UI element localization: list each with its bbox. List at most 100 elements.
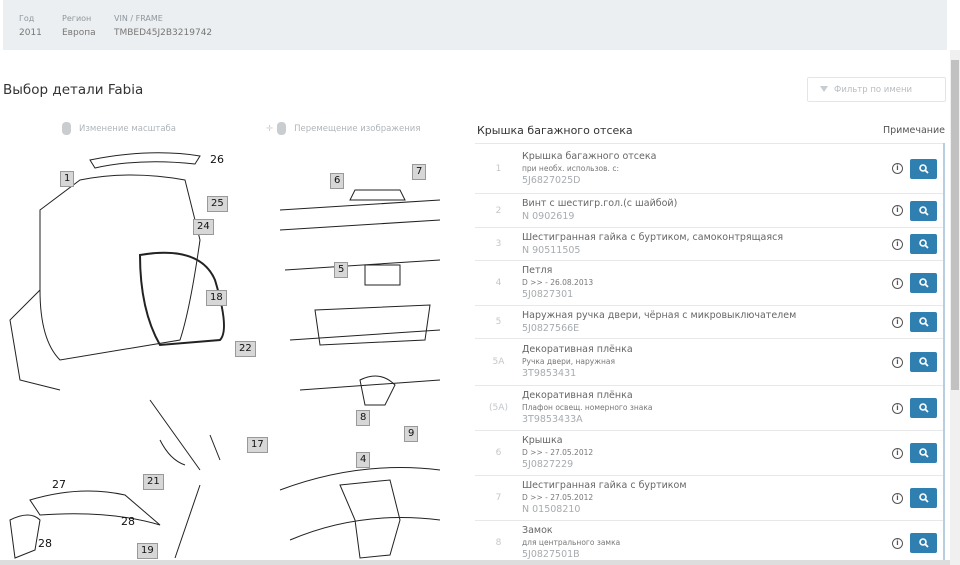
part-number: 8 [495,538,502,548]
search-icon [918,448,929,458]
info-icon[interactable]: i [892,537,903,549]
callout-17[interactable]: 17 [247,437,268,453]
callout-18[interactable]: 18 [206,290,227,306]
info-icon[interactable]: i [892,402,903,414]
callout-27[interactable]: 27 [52,478,66,491]
move-icon: ✛ [266,124,274,134]
search-icon [918,205,929,216]
search-icon [918,239,929,249]
info-icon[interactable]: i [892,316,903,328]
move-hint: ✛ Перемещение изображения [266,122,420,135]
info-icon[interactable]: i [892,356,903,368]
callout-26[interactable]: 26 [210,153,224,166]
part-code: 3T9853431 [522,368,577,379]
callout-5[interactable]: 5 [334,262,349,278]
part-number: (5A) [489,403,508,413]
part-code: 5J0827301 [522,289,574,300]
part-number: 7 [495,493,502,503]
callout-25[interactable]: 25 [207,196,228,212]
callout-4[interactable]: 4 [356,452,371,468]
part-number: 3 [495,239,502,249]
info-icon[interactable]: i [892,163,903,174]
callout-9[interactable]: 9 [404,426,419,442]
callout-28[interactable]: 28 [121,515,135,528]
search-part-button[interactable] [910,443,937,463]
search-part-button[interactable] [910,398,937,418]
search-part-button[interactable] [910,488,937,508]
search-icon [918,538,929,548]
part-code: 5J0827566E [522,322,580,334]
info-icon[interactable]: i [892,205,903,216]
info-icon[interactable]: i [892,238,903,250]
part-row[interactable]: 5 Наружная ручка двери, чёрная с микровык… [475,305,943,338]
callout-1[interactable]: 1 [60,171,75,187]
part-code: N 01508210 [522,504,581,515]
list-title: Крышка багажного отсека [477,124,633,137]
info-icon[interactable]: i [892,277,903,289]
search-icon [918,163,929,174]
search-icon [918,493,929,503]
parts-diagram[interactable]: 1 26 25 24 18 22 6 7 5 8 9 17 21 27 28 4… [0,140,450,560]
filter-icon [820,86,828,92]
part-number: 2 [495,205,502,216]
region-label: Регион [62,14,92,23]
callout-22[interactable]: 22 [235,341,256,357]
filter-input[interactable]: Фильтр по имени [807,77,946,102]
search-part-button[interactable] [910,234,937,254]
search-part-button[interactable] [910,352,937,372]
vin-label: VIN / FRAME [114,14,163,23]
part-number: 5 [495,317,502,327]
callout-6[interactable]: 6 [330,173,345,189]
callout-21[interactable]: 21 [143,474,164,490]
part-code: 5J6827025D [522,174,581,186]
move-hint-text: Перемещение изображения [294,124,421,134]
part-number: 1 [495,163,502,174]
part-number: 4 [495,278,502,288]
vertical-scrollbar[interactable] [950,50,960,565]
part-name: Винт с шестигр.гол.(с шайбой) [522,198,678,209]
search-part-button[interactable] [910,158,937,179]
part-name: Наружная ручка двери, чёрная с микровыкл… [522,309,797,321]
page-title: Выбор детали Fabia [3,82,144,98]
search-icon [918,278,929,288]
search-part-button[interactable] [910,533,937,553]
part-code: 5J0827501B [522,549,580,560]
region-value: Европа [62,28,96,38]
year-label: Год [19,14,35,23]
search-icon [918,317,929,327]
callout-28b[interactable]: 28 [38,537,52,550]
part-note: для центрального замка [522,538,621,547]
diagram-drawing [9,152,441,559]
vin-value: TMBED45J2B3219742 [114,28,213,38]
search-part-button[interactable] [910,200,937,221]
part-name: Крышка [522,435,563,446]
horizontal-scrollbar[interactable] [0,560,950,565]
filter-placeholder: Фильтр по имени [834,85,913,95]
part-code: 3T9853433A [522,414,583,425]
part-note: D >> - 27.05.2012 [522,493,594,502]
callout-8[interactable]: 8 [356,410,371,426]
info-icon[interactable]: i [892,492,903,504]
search-part-button[interactable] [910,273,937,293]
search-icon [918,357,929,367]
callout-7[interactable]: 7 [412,164,427,180]
note-column-header: Примечание [883,125,946,136]
search-part-button[interactable] [910,312,937,332]
callout-24[interactable]: 24 [193,219,214,235]
scrollbar-thumb[interactable] [951,60,959,390]
info-icon[interactable]: i [892,447,903,459]
part-note: D >> - 27.05.2012 [522,448,594,457]
year-value: 2011 [19,28,42,38]
callout-19[interactable]: 19 [137,543,158,559]
part-code: N 90511505 [522,244,581,256]
